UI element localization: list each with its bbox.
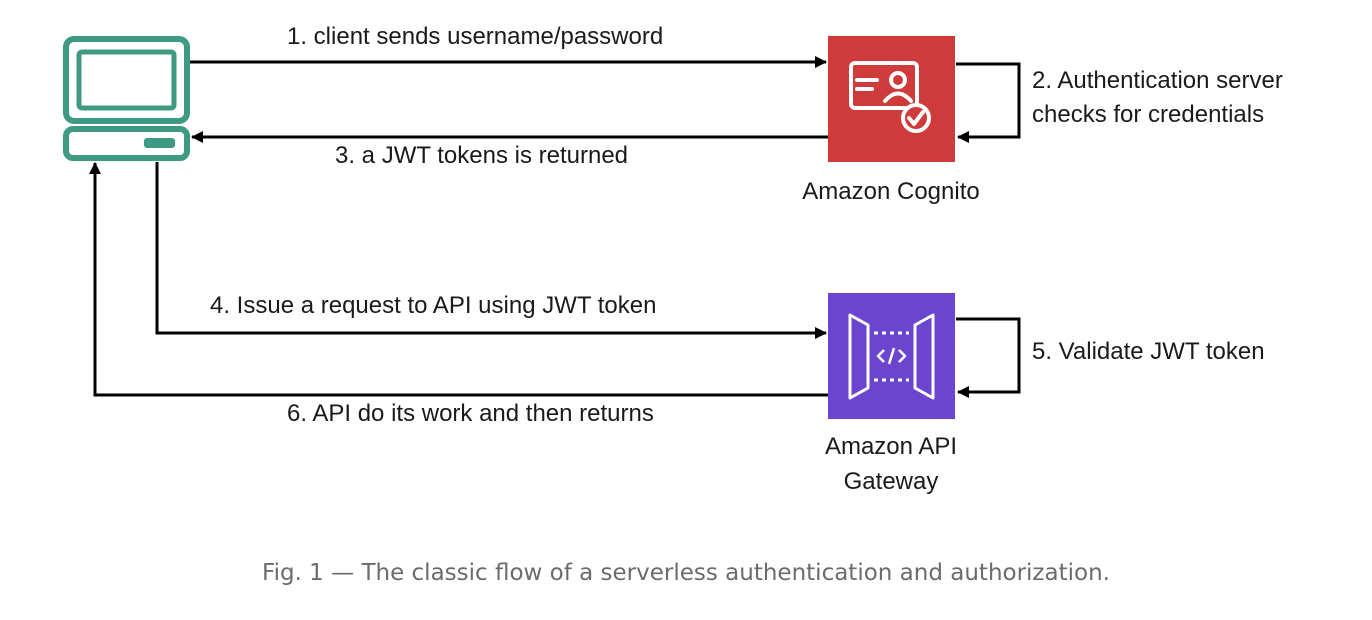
figure-caption: Fig. 1 — The classic flow of a serverles… bbox=[262, 560, 1110, 586]
step4-label: 4. Issue a request to API using JWT toke… bbox=[210, 292, 656, 319]
client-computer-icon bbox=[63, 36, 190, 161]
cognito-tile bbox=[828, 36, 955, 162]
api-gateway-icon bbox=[848, 313, 935, 400]
identity-card-check-icon bbox=[849, 61, 931, 133]
amazon-cognito-node: Amazon Cognito bbox=[802, 36, 980, 205]
api-gateway-label-line2: Gateway bbox=[844, 468, 939, 495]
step2-label-line2: checks for credentials bbox=[1032, 101, 1264, 128]
step6-arrow bbox=[89, 162, 828, 397]
step6-label: 6. API do its work and then returns bbox=[287, 400, 654, 427]
step4-arrow bbox=[155, 162, 827, 339]
step2-loop-arrow bbox=[956, 62, 1021, 143]
step5-loop-arrow bbox=[956, 317, 1021, 398]
step2-label-line1: 2. Authentication server bbox=[1032, 67, 1283, 94]
api-gateway-node: Amazon API Gateway bbox=[825, 293, 957, 495]
step3-label: 3. a JWT tokens is returned bbox=[335, 142, 628, 169]
step5-label: 5. Validate JWT token bbox=[1032, 338, 1265, 365]
step1-label: 1. client sends username/password bbox=[287, 23, 663, 50]
api-gateway-label-line1: Amazon API bbox=[825, 433, 957, 460]
cognito-label: Amazon Cognito bbox=[802, 178, 979, 205]
